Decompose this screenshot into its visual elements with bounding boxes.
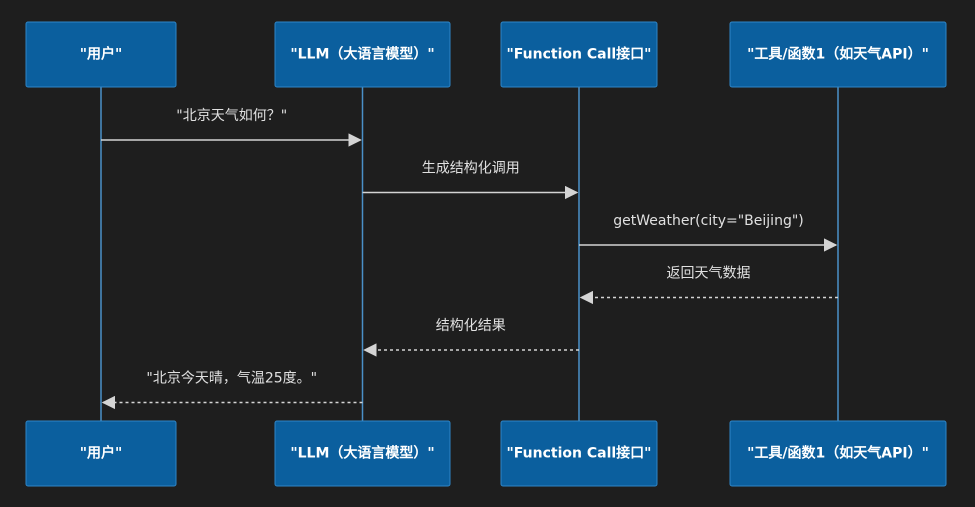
message-3: getWeather(city="Beijing") [579,213,838,252]
actor-label: "用户" [80,46,123,63]
message-label: "北京天气如何？" [176,108,287,124]
actor-tool-top: "工具/函数1（如天气API）" [729,21,947,88]
actors-top: "用户" "LLM（大语言模型）" "Function Call接口" "工具/函数1… [25,21,947,88]
actor-label: "用户" [80,445,123,462]
actor-box [274,420,451,487]
actor-box [25,21,177,88]
message-label: getWeather(city="Beijing") [613,213,803,229]
actor-label: "Function Call接口" [507,46,652,63]
actor-llm-top: "LLM（大语言模型）" [274,21,451,88]
message-label: 结构化结果 [436,318,506,334]
actor-fc-bottom: "Function Call接口" [500,420,658,487]
actor-label: "工具/函数1（如天气API）" [747,46,929,63]
actor-box [729,21,947,88]
actor-user-bottom: "用户" [25,420,177,487]
actor-user-top: "用户" [25,21,177,88]
actor-label: "LLM（大语言模型）" [290,46,434,63]
message-label: "北京今天晴，气温25度。" [146,371,317,387]
message-5: 结构化结果 [363,318,579,357]
actor-label: "Function Call接口" [507,445,652,462]
lifelines [100,87,839,421]
actor-box [25,420,177,487]
message-label: 返回天气数据 [667,266,751,282]
actor-fc-top: "Function Call接口" [500,21,658,88]
actor-label: "工具/函数1（如天气API）" [747,445,929,462]
message-6: "北京今天晴，气温25度。" [101,371,363,410]
message-label: 生成结构化调用 [422,161,520,177]
actors-bottom: "用户" "LLM（大语言模型）" "Function Call接口" "工具/函数1… [25,420,947,487]
actor-box [500,420,658,487]
actor-box [274,21,451,88]
message-2: 生成结构化调用 [362,161,579,200]
actor-llm-bottom: "LLM（大语言模型）" [274,420,451,487]
actor-box [500,21,658,88]
message-4: 返回天气数据 [579,266,838,305]
messages: "北京天气如何？" 生成结构化调用 getWeather(city="Beijing… [101,108,838,410]
actor-tool-bottom: "工具/函数1（如天气API）" [729,420,947,487]
actor-box [729,420,947,487]
message-1: "北京天气如何？" [101,108,362,147]
actor-label: "LLM（大语言模型）" [290,445,434,462]
